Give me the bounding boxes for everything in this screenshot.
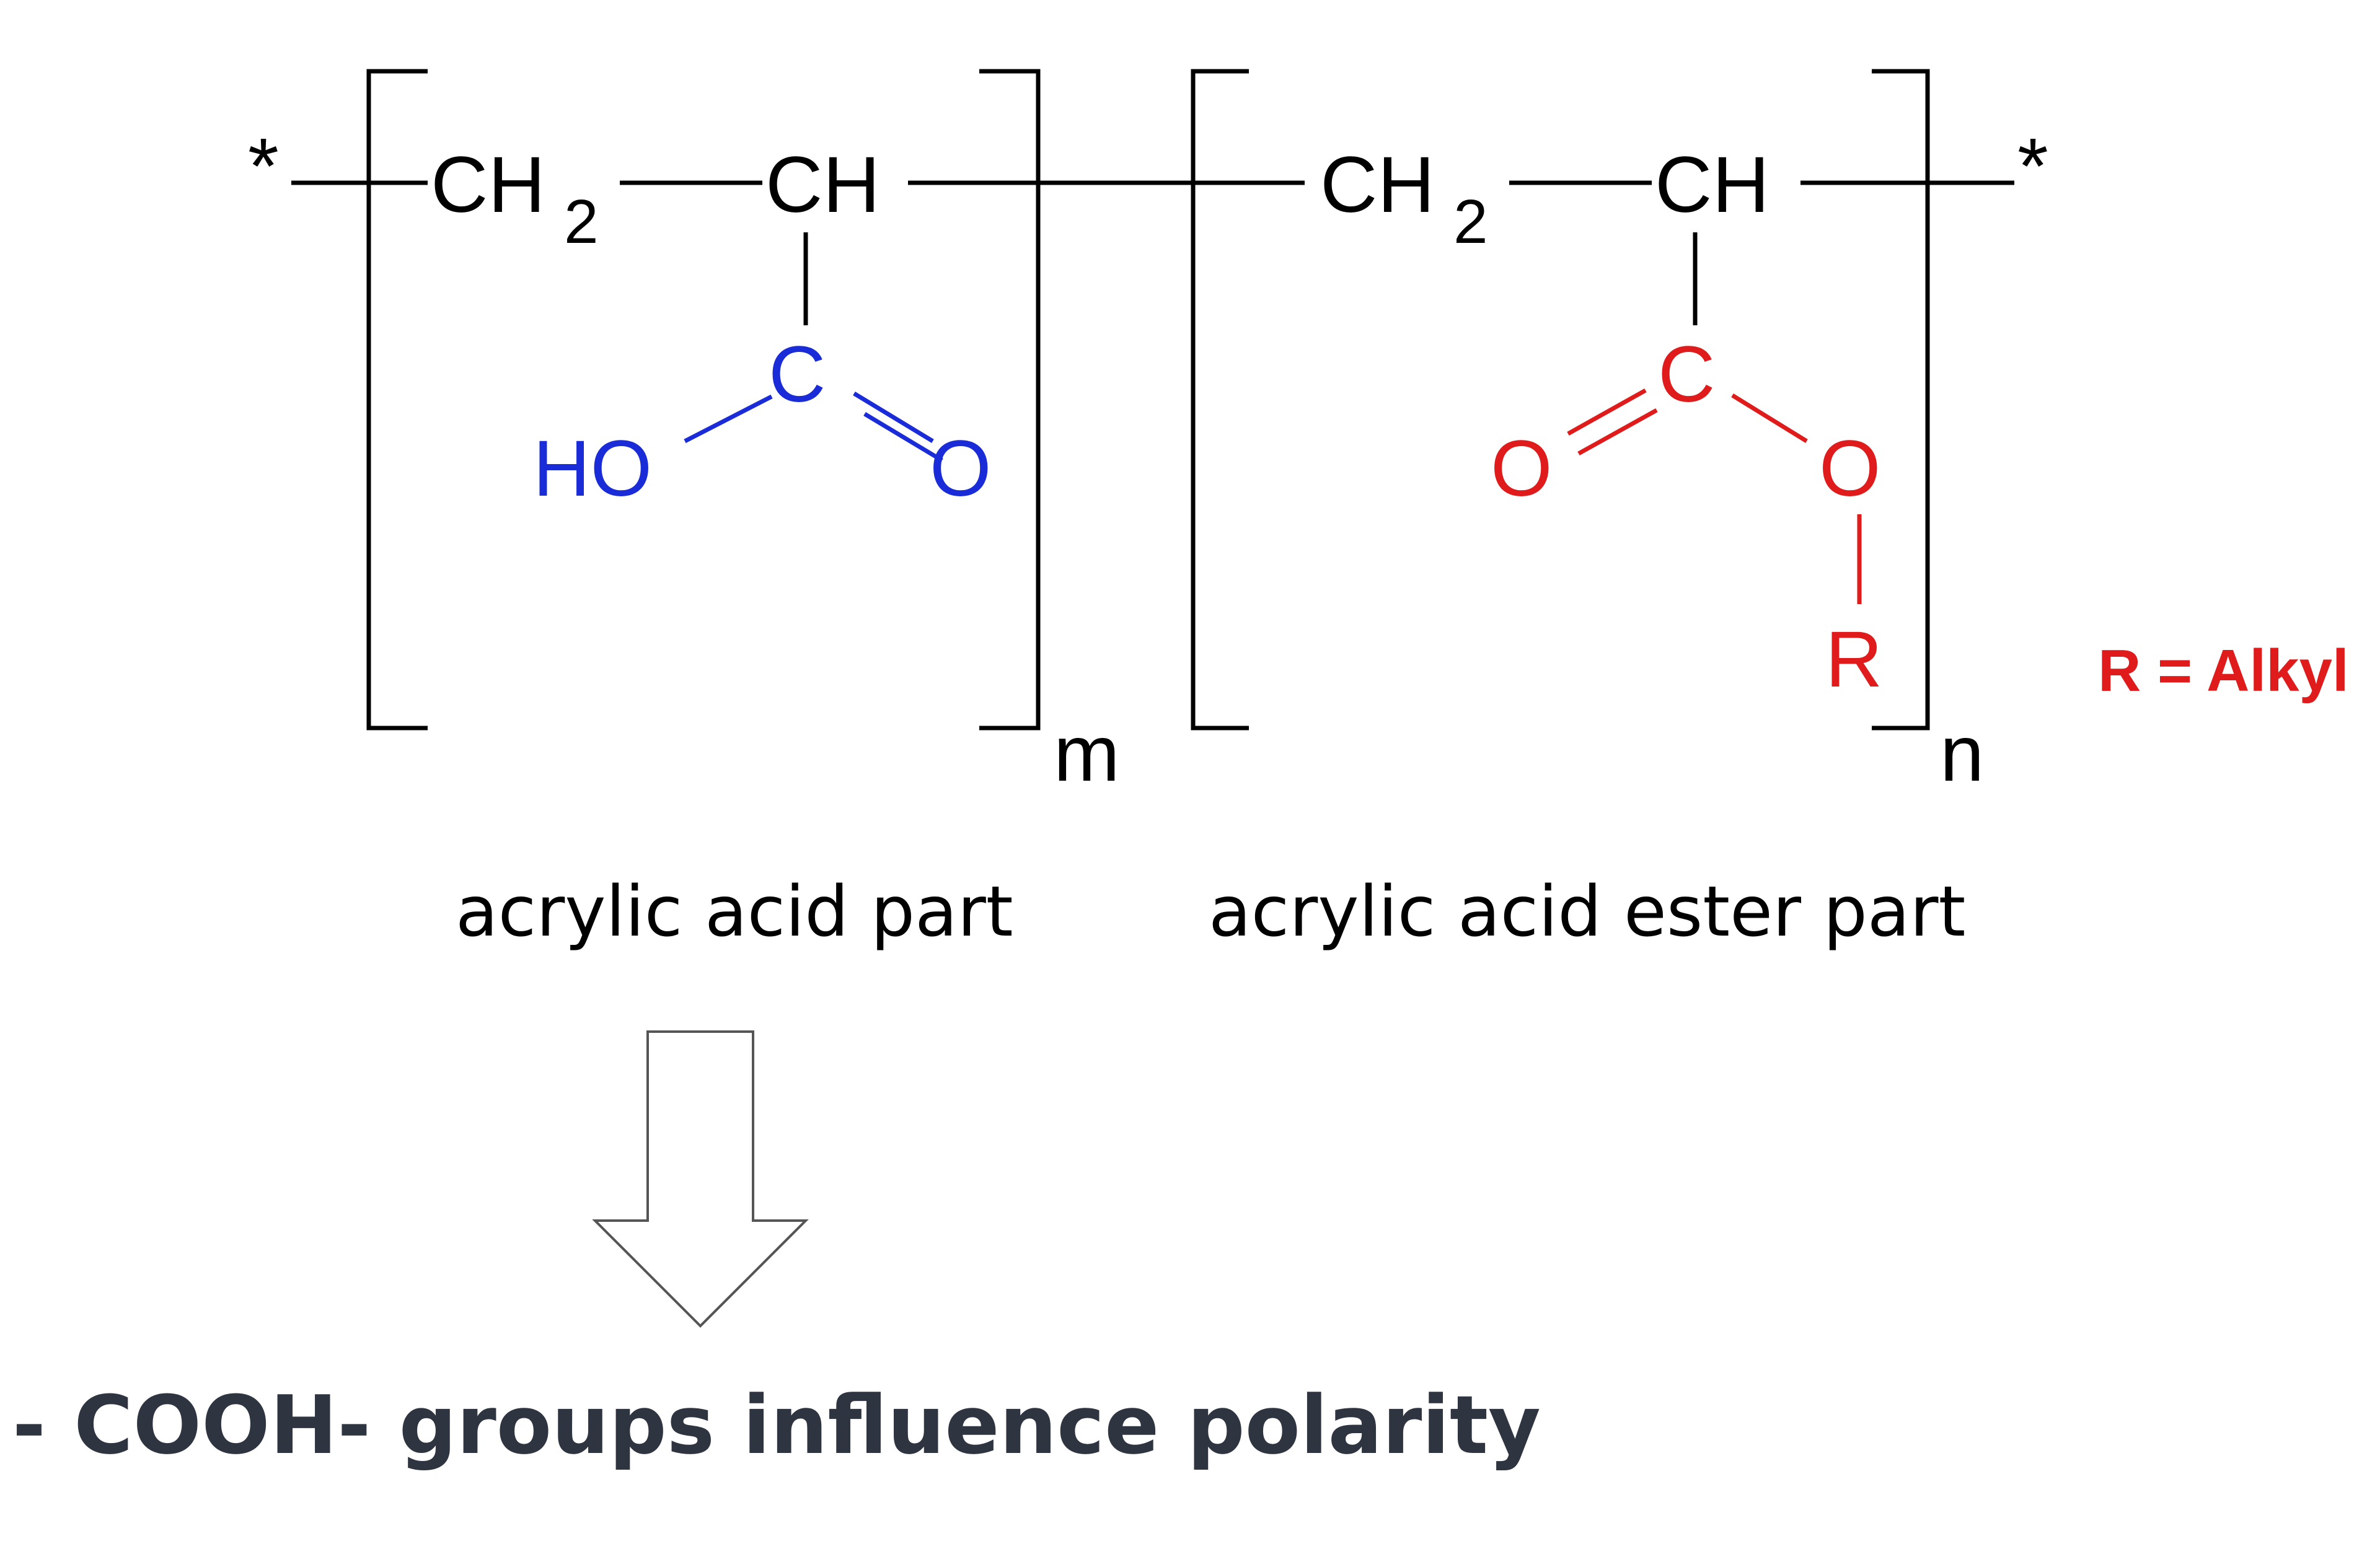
acid-hydroxyl-label: HO: [533, 424, 652, 513]
double-bond-co-acid-b: [863, 411, 943, 463]
repeat-brackets: [366, 69, 1930, 731]
end-star-left: *: [248, 122, 279, 211]
ester-repeat-index: n: [1940, 709, 1984, 798]
ester-alkyl-r-label: R: [1825, 615, 1882, 704]
acid-group-bonds: [684, 392, 943, 463]
end-star-right: *: [2017, 122, 2048, 211]
bracket-right-acid: [979, 69, 1041, 731]
conclusion-text: - COOH- groups influence polarity: [12, 1378, 1541, 1472]
ester-group-bonds: [1567, 388, 1862, 604]
bracket-left-acid: [366, 69, 428, 731]
bracket-right-ester: [1872, 69, 1930, 731]
bracket-left-ester: [1191, 69, 1249, 731]
bond-c-to-ester-o: [1731, 393, 1808, 443]
ester-ch-label: CH: [1655, 141, 1770, 229]
acid-repeat-index: m: [1054, 709, 1120, 798]
ester-ch2-label: CH: [1320, 141, 1435, 229]
ester-carbonyl-c-label: C: [1658, 330, 1715, 419]
ester-ch2-subscript: 2: [1453, 187, 1488, 257]
backbone-bonds: [291, 180, 2014, 325]
bond-c-to-oh: [684, 394, 773, 444]
caption-acid-part: acrylic acid part: [456, 872, 1013, 952]
caption-ester-part: acrylic acid ester part: [1209, 872, 1965, 952]
double-bond-co-ester-b: [1577, 408, 1658, 456]
acid-ch2-label: CH: [431, 141, 545, 229]
acid-ch-label: CH: [765, 141, 880, 229]
down-arrow-icon: [592, 1030, 809, 1328]
acid-carbonyl-o-label: O: [930, 424, 992, 513]
ester-carbonyl-o-label: O: [1491, 424, 1553, 513]
ester-oxygen-label: O: [1819, 424, 1881, 513]
acid-ch2-subscript: 2: [564, 187, 599, 257]
double-bond-co-ester-a: [1567, 388, 1647, 436]
r-definition-note: R = Alkyl: [2098, 638, 2349, 704]
double-bond-co-acid-a: [853, 392, 934, 443]
acid-carbonyl-c-label: C: [769, 330, 826, 419]
